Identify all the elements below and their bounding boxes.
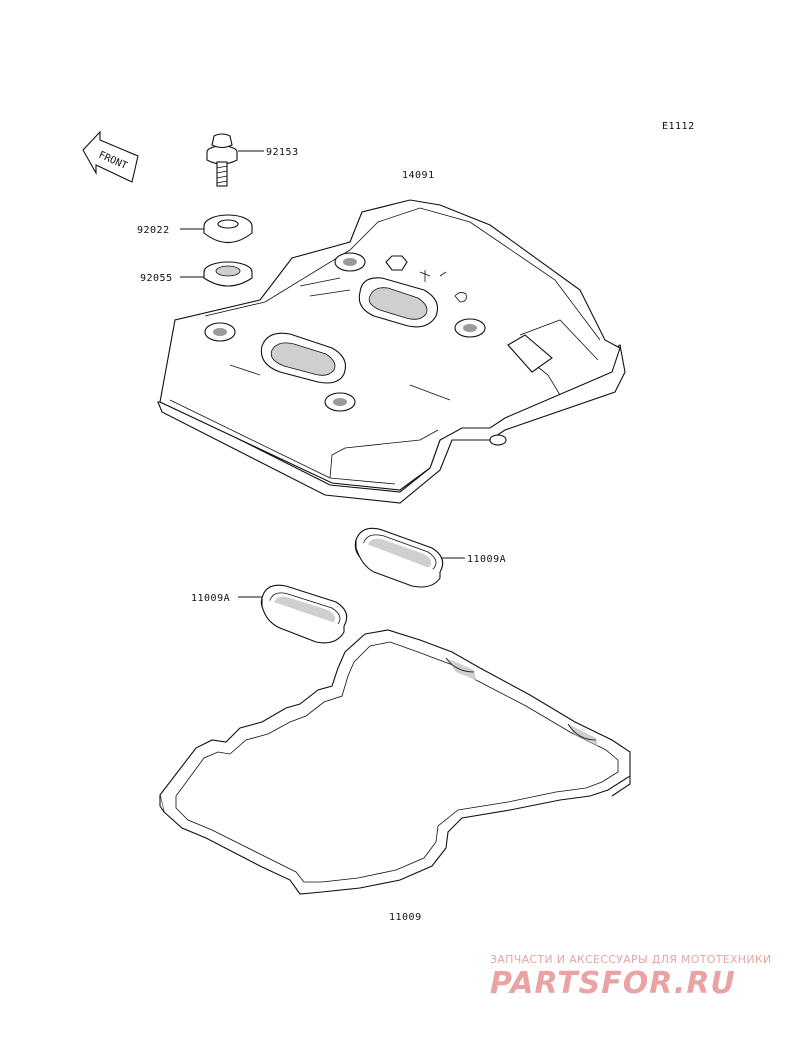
part-label-cover: 14091 (402, 170, 435, 181)
cylinder-head-cover-part (157, 199, 626, 504)
part-label-grommet: 92055 (140, 273, 173, 284)
plug-gasket-left-part (260, 584, 348, 644)
part-label-bolt: 92153 (266, 147, 299, 158)
watermark-logo: PARTSFOR.RU (490, 966, 736, 1001)
diagram-code: E1112 (662, 121, 695, 132)
grommet-part (203, 261, 253, 287)
part-label-washer: 92022 (137, 225, 170, 236)
washer-part (203, 214, 253, 244)
front-arrow-icon: FRONT (82, 130, 139, 183)
part-label-plug-gasket-right: 11009A (467, 554, 506, 565)
part-label-cover-gasket: 11009 (389, 912, 422, 923)
bolt-part (206, 133, 238, 187)
part-label-plug-gasket-left: 11009A (191, 593, 230, 604)
watermark-tagline: ЗАПЧАСТИ И АКСЕССУАРЫ ДЛЯ МОТОТЕХНИКИ (490, 953, 772, 966)
plug-gasket-right-part (354, 527, 444, 588)
cover-gasket-part (159, 629, 631, 895)
